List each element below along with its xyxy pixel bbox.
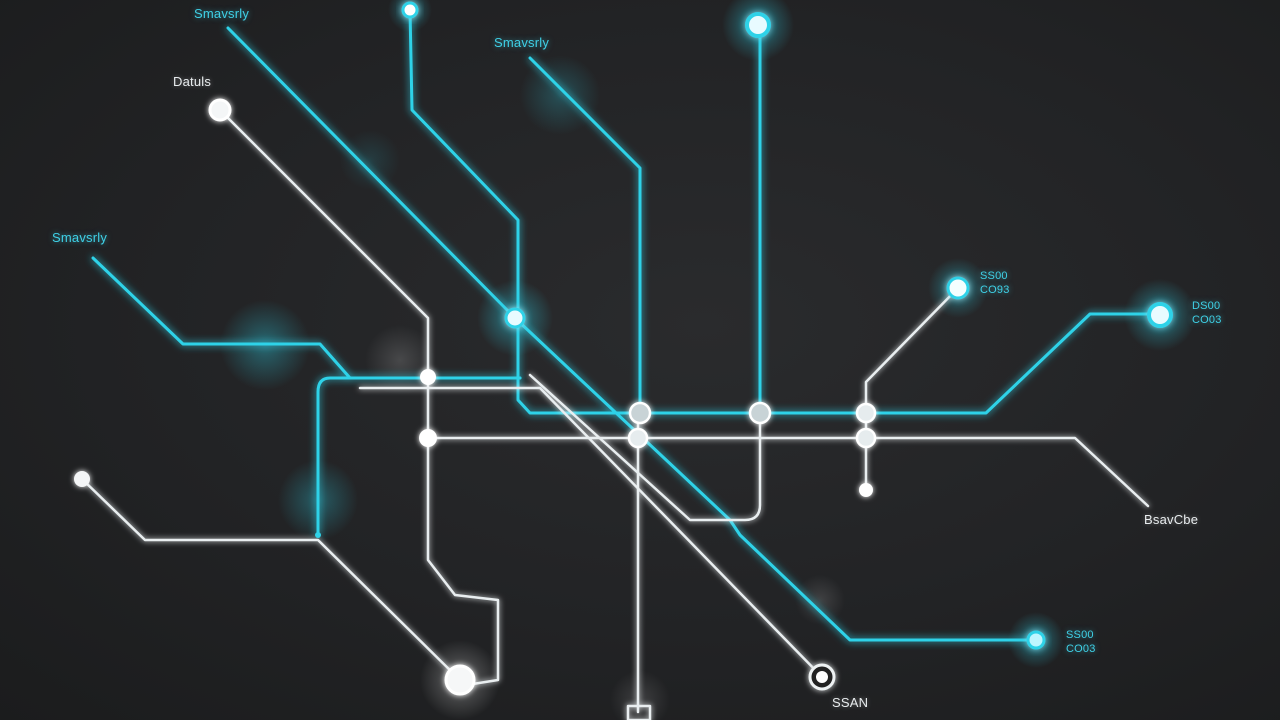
interchange-node xyxy=(628,401,652,425)
label-right-far-line2: CO03 xyxy=(1192,314,1222,326)
cyan-line-north-branch xyxy=(408,8,1162,415)
label-right-far: DS00 CO03 xyxy=(1192,299,1222,327)
label-right-top: SS00 CO93 xyxy=(980,269,1010,297)
station-node xyxy=(504,307,526,329)
station-node xyxy=(444,664,476,696)
station-node xyxy=(816,671,828,683)
stations xyxy=(74,1,1173,696)
label-right-far-line1: DS00 xyxy=(1192,300,1221,312)
interchange-node xyxy=(855,402,877,424)
interchange-node xyxy=(748,401,772,425)
station-node xyxy=(401,1,419,19)
cyan-line-south-loop xyxy=(316,376,522,537)
white-line-east-spur xyxy=(864,286,960,492)
white-line-loop-south xyxy=(528,373,762,522)
station-node xyxy=(74,471,90,487)
white-line-terminus-box xyxy=(626,704,652,720)
station-node xyxy=(1147,302,1173,328)
label-left-white: Datuls xyxy=(173,74,212,89)
label-bottom-right: SS00 CO03 xyxy=(1066,628,1096,656)
label-bottom-right-line2: CO03 xyxy=(1066,643,1096,655)
label-top-left: Smavsrly xyxy=(194,6,250,21)
station-node xyxy=(208,98,232,122)
white-line-diagonal-south xyxy=(358,386,824,679)
station-node xyxy=(745,12,771,38)
station-node xyxy=(420,369,436,385)
interchange-node xyxy=(627,427,649,449)
station-node xyxy=(859,483,873,497)
white-line-east-west xyxy=(426,436,1150,508)
station-node xyxy=(1026,630,1046,650)
cyan-lines xyxy=(91,8,1162,642)
label-right-white: BsavCbe xyxy=(1144,512,1199,527)
white-line-west xyxy=(80,477,462,682)
label-left-cyan: Smavsrly xyxy=(52,230,108,245)
white-line-northwest xyxy=(218,108,500,688)
label-bottom-right-line1: SS00 xyxy=(1066,629,1094,641)
cyan-line-mid-branch xyxy=(528,56,642,415)
glow-halos xyxy=(220,0,1196,720)
white-lines xyxy=(80,108,1150,720)
station-node xyxy=(315,532,321,538)
label-top-mid: Smavsrly xyxy=(494,35,550,50)
label-bottom-white: SSAN xyxy=(832,695,869,710)
station-node xyxy=(419,429,437,447)
interchange-node xyxy=(855,427,877,449)
label-right-top-line2: CO93 xyxy=(980,284,1010,296)
label-right-top-line1: SS00 xyxy=(980,270,1008,282)
station-node xyxy=(946,276,970,300)
cyan-line-diagonal-main xyxy=(226,26,1038,642)
